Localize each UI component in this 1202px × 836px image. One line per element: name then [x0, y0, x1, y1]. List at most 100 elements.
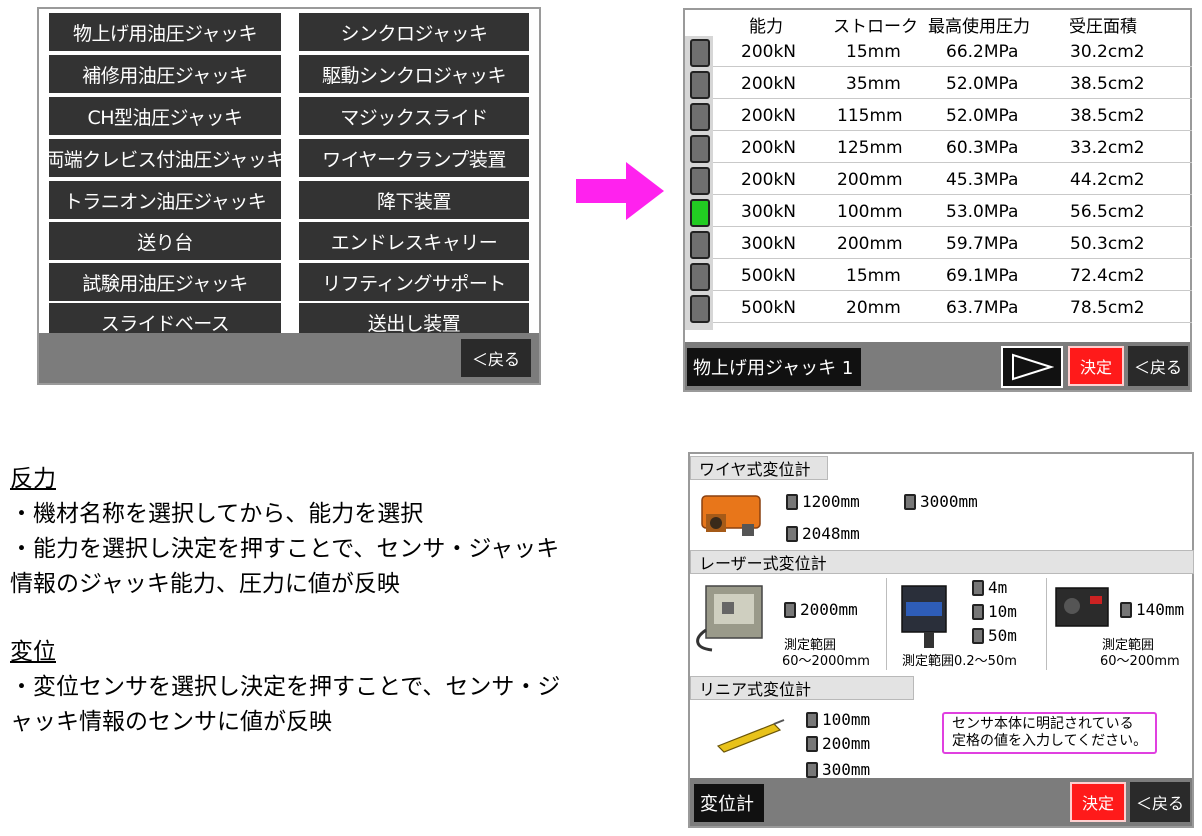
cell-pressure: 53.0MPa: [946, 202, 1019, 222]
option-checkbox[interactable]: [806, 735, 818, 752]
cell-area: 33.2cm2: [1070, 138, 1145, 158]
next-page-button[interactable]: [1001, 346, 1063, 388]
cell-capacity: 500kN: [741, 266, 797, 286]
cell-capacity: 200kN: [741, 170, 797, 190]
sensor-option[interactable]: 10m: [972, 602, 1017, 621]
equipment-button[interactable]: 両端クレビス付油圧ジャッキ: [45, 139, 285, 177]
measurement-range-value: 60～2000mm: [782, 654, 870, 669]
sensor-option[interactable]: 2000mm: [784, 600, 858, 619]
cell-capacity: 200kN: [741, 106, 797, 126]
option-checkbox[interactable]: [972, 627, 984, 644]
equipment-button[interactable]: エンドレスキャリー: [299, 222, 529, 260]
equipment-button[interactable]: 降下装置: [299, 181, 529, 219]
equipment-button[interactable]: ワイヤークランプ装置: [299, 139, 529, 177]
sensor-option[interactable]: 100mm: [806, 710, 870, 729]
sensor-option[interactable]: 140mm: [1120, 600, 1184, 619]
linear-sensor-heading: リニア式変位計: [690, 676, 914, 700]
cell-stroke: 200mm: [837, 170, 903, 190]
reaction-description: 反力 ・機材名称を選択してから、能力を選択 ・能力を選択し決定を押すことで、セン…: [10, 462, 559, 602]
cell-pressure: 52.0MPa: [946, 106, 1019, 126]
table-row[interactable]: 500kN 20mm 63.7MPa 78.5cm2: [713, 292, 1192, 323]
equipment-button[interactable]: トラニオン油圧ジャッキ: [49, 181, 281, 219]
cell-area: 30.2cm2: [1070, 42, 1145, 62]
equipment-button[interactable]: マジックスライド: [299, 97, 529, 135]
option-checkbox[interactable]: [806, 711, 818, 728]
table-row[interactable]: 300kN 100mm 53.0MPa 56.5cm2: [713, 196, 1192, 227]
table-row[interactable]: 500kN 15mm 69.1MPa 72.4cm2: [713, 260, 1192, 291]
row-select-checkbox[interactable]: [690, 71, 710, 99]
row-select-checkbox[interactable]: [690, 231, 710, 259]
column-header-stroke: ストローク: [833, 17, 918, 37]
option-checkbox[interactable]: [972, 579, 984, 596]
displacement-sensor-panel: ワイヤ式変位計 1200mm 3000mm 2048mm レーザー式変位計 20…: [688, 452, 1194, 828]
back-button[interactable]: ＜戻る: [1128, 346, 1188, 386]
column-header-capacity: 能力: [749, 17, 783, 37]
sensor-option[interactable]: 3000mm: [904, 492, 978, 511]
sensor-option[interactable]: 50m: [972, 626, 1017, 645]
cell-area: 78.5cm2: [1070, 298, 1145, 318]
table-row[interactable]: 200kN 35mm 52.0MPa 38.5cm2: [713, 68, 1192, 99]
row-select-checkbox[interactable]: [690, 167, 710, 195]
option-checkbox[interactable]: [1120, 601, 1132, 618]
sensor-option[interactable]: 4m: [972, 578, 1007, 597]
row-select-checkbox[interactable]: [690, 199, 710, 227]
description-line: 情報のジャッキ能力、圧力に値が反映: [10, 571, 400, 597]
cell-capacity: 500kN: [741, 298, 797, 318]
next-step-arrow-icon: [576, 162, 664, 224]
cell-stroke: 20mm: [846, 298, 901, 318]
divider: [1046, 578, 1047, 670]
cell-area: 44.2cm2: [1070, 170, 1145, 190]
wire-sensor-image: [698, 488, 768, 542]
displacement-description: 変位 ・変位センサを選択し決定を押すことで、センサ・ジ ャッキ情報のセンサに値が…: [10, 635, 560, 740]
back-button[interactable]: ＜戻る: [1130, 782, 1190, 822]
row-select-checkbox[interactable]: [690, 135, 710, 163]
equipment-button[interactable]: 試験用油圧ジャッキ: [49, 263, 281, 301]
table-row[interactable]: 200kN 125mm 60.3MPa 33.2cm2: [713, 132, 1192, 163]
sensor-option[interactable]: 1200mm: [786, 492, 860, 511]
capacity-table-header: 能力 ストローク 最高使用圧力 受圧面積: [685, 10, 1190, 38]
equipment-button[interactable]: シンクロジャッキ: [299, 13, 529, 51]
displacement-heading: 変位: [10, 639, 56, 665]
note-line: 定格の値を入力してください。: [952, 733, 1148, 749]
sensor-option[interactable]: 300mm: [806, 760, 870, 779]
equipment-button[interactable]: 物上げ用油圧ジャッキ: [49, 13, 281, 51]
confirm-button[interactable]: 決定: [1068, 346, 1124, 386]
sensor-option[interactable]: 200mm: [806, 734, 870, 753]
equipment-button[interactable]: 送り台: [49, 222, 281, 260]
divider: [886, 578, 887, 670]
table-row[interactable]: 200kN 15mm 66.2MPa 30.2cm2: [713, 36, 1192, 67]
option-checkbox[interactable]: [786, 493, 798, 510]
table-row[interactable]: 300kN 200mm 59.7MPa 50.3cm2: [713, 228, 1192, 259]
row-select-checkbox[interactable]: [690, 295, 710, 323]
option-checkbox[interactable]: [806, 761, 818, 778]
equipment-button[interactable]: 補修用油圧ジャッキ: [49, 55, 281, 93]
option-checkbox[interactable]: [904, 493, 916, 510]
equipment-name-label: 物上げ用ジャッキ 1: [687, 348, 861, 386]
description-line: ・変位センサを選択し決定を押すことで、センサ・ジ: [10, 674, 561, 700]
wire-sensor-heading: ワイヤ式変位計: [690, 456, 828, 480]
equipment-button[interactable]: リフティングサポート: [299, 263, 529, 301]
row-select-checkbox[interactable]: [690, 39, 710, 67]
confirm-button[interactable]: 決定: [1070, 782, 1126, 822]
row-select-checkbox[interactable]: [690, 103, 710, 131]
table-row[interactable]: 200kN 115mm 52.0MPa 38.5cm2: [713, 100, 1192, 131]
option-checkbox[interactable]: [786, 525, 798, 542]
cell-capacity: 200kN: [741, 74, 797, 94]
cell-pressure: 60.3MPa: [946, 138, 1019, 158]
table-row[interactable]: 200kN 200mm 45.3MPa 44.2cm2: [713, 164, 1192, 195]
back-button[interactable]: ＜戻る: [461, 339, 531, 377]
laser-sensor-image-2: [894, 578, 960, 656]
sensor-footer-bar: 変位計 決定 ＜戻る: [690, 778, 1192, 826]
option-checkbox[interactable]: [972, 603, 984, 620]
equipment-menu-panel: 物上げ用油圧ジャッキ 補修用油圧ジャッキ CH型油圧ジャッキ 両端クレビス付油圧…: [37, 7, 541, 385]
cell-stroke: 35mm: [846, 74, 901, 94]
equipment-button[interactable]: CH型油圧ジャッキ: [49, 97, 281, 135]
menu-footer-bar: ＜戻る: [39, 333, 539, 383]
row-select-checkbox[interactable]: [690, 263, 710, 291]
measurement-range-value: 60～200mm: [1100, 654, 1180, 669]
option-checkbox[interactable]: [784, 601, 796, 618]
sensor-option[interactable]: 2048mm: [786, 524, 860, 543]
capacity-footer-bar: 物上げ用ジャッキ 1 決定 ＜戻る: [685, 342, 1190, 390]
cell-pressure: 66.2MPa: [946, 42, 1019, 62]
equipment-button[interactable]: 駆動シンクロジャッキ: [299, 55, 529, 93]
